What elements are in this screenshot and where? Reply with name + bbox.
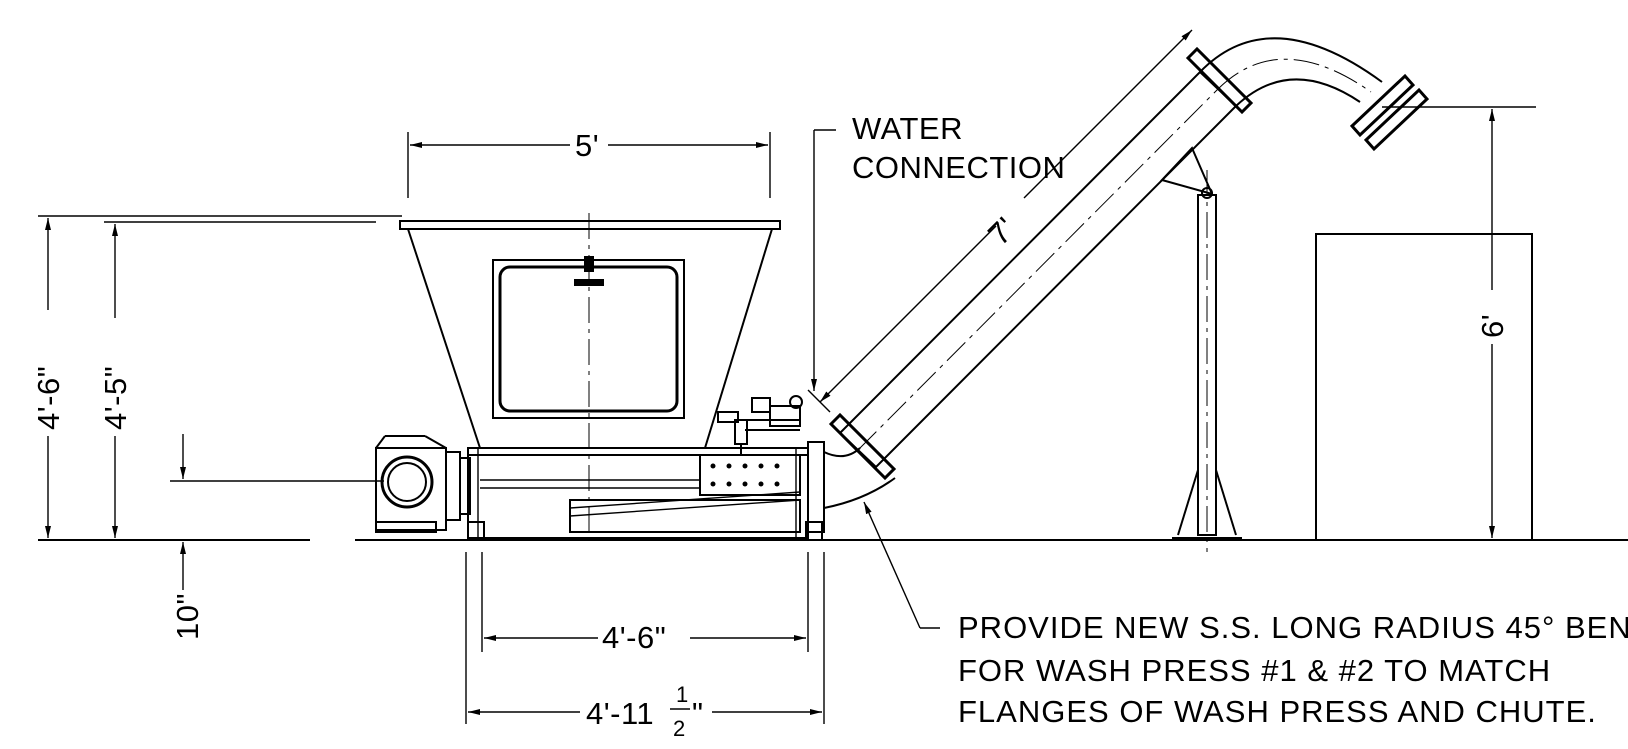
dim-chute-length xyxy=(807,29,1193,413)
dim-hopper-height-label: 4'-5" xyxy=(98,366,133,430)
dim-discharge-height-label: 6' xyxy=(1475,314,1510,338)
dim-overall-length-denominator: 2 xyxy=(673,716,685,741)
dim-overall-height xyxy=(38,215,402,538)
gear-motor xyxy=(375,435,471,533)
dim-shaft-height-label: 10" xyxy=(170,593,205,640)
dim-hopper-width xyxy=(407,132,771,198)
dim-overall-height-label: 4'-6" xyxy=(31,366,66,430)
dim-shaft-height xyxy=(170,434,384,590)
press-body xyxy=(467,441,825,541)
bend-note-line2: FOR WASH PRESS #1 & #2 TO MATCH xyxy=(958,653,1551,688)
receiving-container xyxy=(1315,233,1533,541)
dim-hopper-width-label: 5' xyxy=(575,128,599,163)
dim-overall-length-numerator: 1 xyxy=(676,682,688,707)
dim-discharge-height xyxy=(1382,106,1536,538)
dim-chute-length-label: 7' xyxy=(981,210,1023,252)
discharge-elbow xyxy=(1199,37,1430,152)
water-connection-label-line1: WATER xyxy=(852,111,963,146)
water-valve-assembly xyxy=(717,395,803,456)
dim-base-length xyxy=(481,552,809,652)
water-connection-leader xyxy=(811,129,836,391)
dim-overall-length-quote: " xyxy=(692,696,704,731)
chute-support-stand xyxy=(1172,170,1242,552)
dim-overall-length xyxy=(465,552,825,724)
dim-base-length-label: 4'-6" xyxy=(602,620,666,655)
dim-hopper-height xyxy=(104,221,376,538)
hopper xyxy=(399,213,781,540)
bend-note-line1: PROVIDE NEW S.S. LONG RADIUS 45° BEND xyxy=(958,610,1628,645)
water-connection-label-line2: CONNECTION xyxy=(852,150,1065,185)
bend-note-leader xyxy=(863,501,940,629)
dim-overall-length-whole: 4'-11 xyxy=(586,696,654,731)
bend-note-line3: FLANGES OF WASH PRESS AND CHUTE. xyxy=(958,694,1597,729)
